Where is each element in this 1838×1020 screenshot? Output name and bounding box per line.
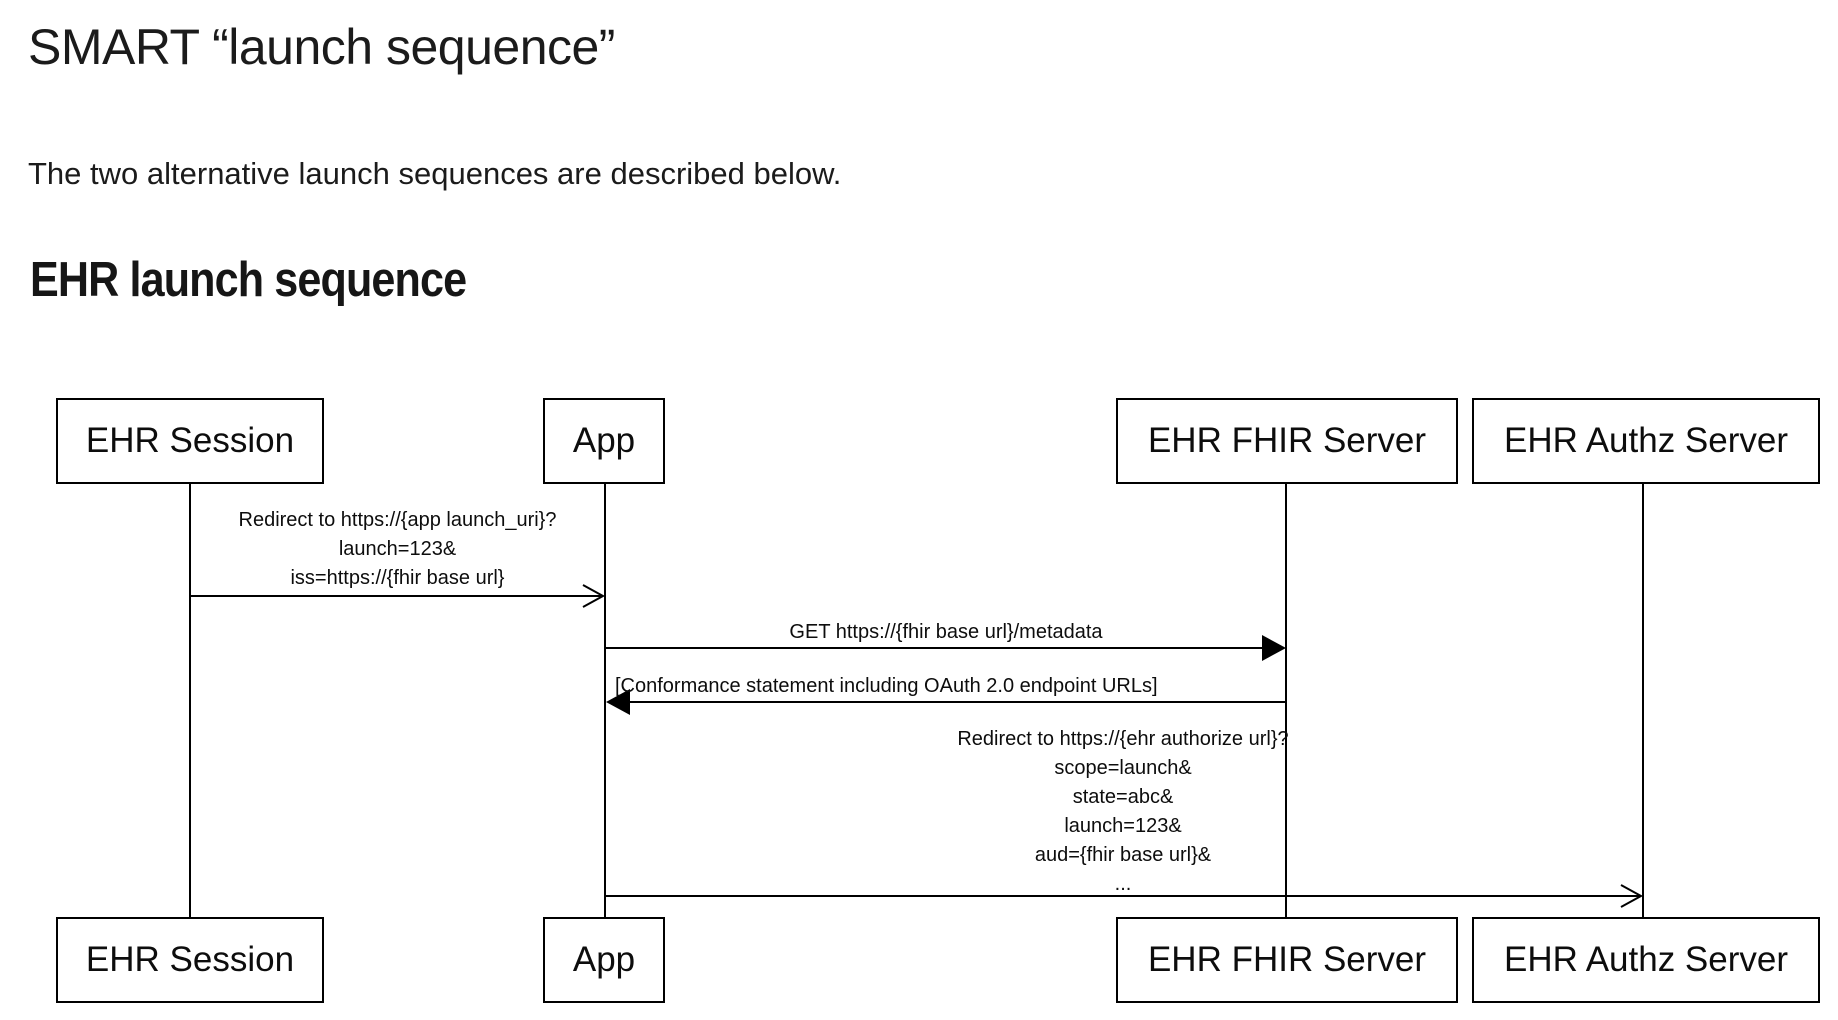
message-line: scope=launch&: [1054, 757, 1192, 779]
page-title: SMART “launch sequence”: [28, 19, 615, 75]
message-line: aud={fhir base url}&: [1034, 844, 1212, 866]
actor-label: EHR Session: [85, 940, 295, 979]
message-line: Redirect to https://{app launch_uri}?: [238, 509, 557, 531]
message-line: state=abc&: [1072, 786, 1174, 808]
actor-box-app-bottom: App: [543, 917, 665, 1003]
message-line: iss=https://{fhir base url}: [290, 567, 505, 589]
message-line: [Conformance statement including OAuth 2…: [615, 675, 1158, 697]
message-line: GET https://{fhir base url}/metadata: [789, 621, 1103, 643]
actor-label: App: [572, 421, 636, 460]
message-line: launch=123&: [1064, 815, 1182, 837]
intro-paragraph: The two alternative launch sequences are…: [28, 156, 842, 191]
lifeline-ehr-authz-server: [1642, 484, 1644, 917]
actor-box-ehr-authz-server-bottom: EHR Authz Server: [1472, 917, 1820, 1003]
actor-box-ehr-authz-server-top: EHR Authz Server: [1472, 398, 1820, 484]
lifeline-app: [604, 484, 606, 917]
lifeline-ehr-fhir-server: [1285, 484, 1287, 917]
actor-label: EHR FHIR Server: [1147, 421, 1427, 460]
actor-box-ehr-session-top: EHR Session: [56, 398, 324, 484]
actor-label: EHR Authz Server: [1504, 940, 1788, 979]
message-line: ...: [1114, 873, 1132, 895]
actor-box-ehr-fhir-server-bottom: EHR FHIR Server: [1116, 917, 1458, 1003]
message-3-label: [Conformance statement including OAuth 2…: [615, 673, 1158, 699]
message-4-label: Redirect to https://{ehr authorize url}?…: [823, 725, 1423, 899]
message-1-label: Redirect to https://{app launch_uri}? la…: [190, 506, 605, 593]
message-line: launch=123&: [338, 538, 457, 560]
actor-box-ehr-session-bottom: EHR Session: [56, 917, 324, 1003]
actor-label: EHR Authz Server: [1504, 421, 1788, 460]
lifeline-ehr-session: [189, 484, 191, 917]
section-heading: EHR launch sequence: [30, 253, 467, 307]
actor-box-app-top: App: [543, 398, 665, 484]
actor-box-ehr-fhir-server-top: EHR FHIR Server: [1116, 398, 1458, 484]
actor-label: EHR Session: [85, 421, 295, 460]
actor-label: App: [572, 940, 636, 979]
message-2-label: GET https://{fhir base url}/metadata: [646, 619, 1246, 645]
actor-label: EHR FHIR Server: [1147, 940, 1427, 979]
message-line: Redirect to https://{ehr authorize url}?: [957, 728, 1289, 750]
